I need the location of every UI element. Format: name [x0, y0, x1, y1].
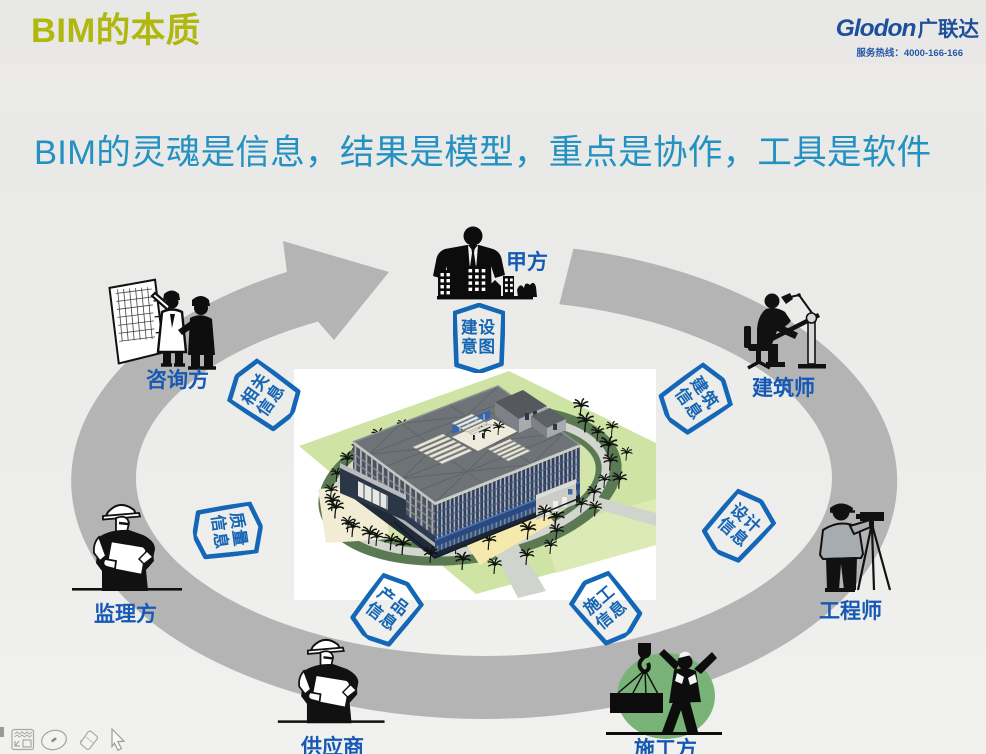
info-badge-construction: 施工 信息 — [563, 564, 648, 651]
info-badge-design: 设计 信息 — [696, 483, 781, 570]
role-label-supplier: 供应商 — [301, 736, 364, 754]
slide-headline: BIM的灵魂是信息，结果是模型，重点是协作，工具是软件 — [34, 134, 932, 172]
badge-shield-icon — [701, 488, 777, 563]
role-label-consultant: 咨询方 — [146, 369, 209, 392]
contractor-icon — [606, 643, 722, 739]
slide-menu-button[interactable] — [11, 728, 35, 751]
pointer-button[interactable] — [108, 728, 128, 753]
brand-logo-latin: Glodon — [835, 15, 917, 42]
cycle-arrow — [71, 241, 898, 719]
supervisor-icon — [72, 504, 182, 591]
brand-logo: Glodon广联达 服务热线：4000-166-166 — [836, 12, 979, 59]
edge-mark — [0, 727, 4, 737]
info-badge-intent: 建设 意图 — [452, 302, 505, 373]
eraser-button[interactable] — [73, 728, 99, 752]
badge-shield-icon — [568, 570, 642, 645]
consultant-icon — [108, 278, 216, 370]
presenter-toolbar — [0, 726, 140, 752]
architect-icon — [744, 293, 826, 370]
badge-shield-icon — [452, 302, 505, 373]
info-badge-product: 产品 信息 — [344, 566, 428, 653]
role-label-client: 甲方 — [506, 251, 548, 274]
badge-shield-icon — [226, 358, 301, 432]
client-icon — [433, 226, 537, 300]
pen-button[interactable] — [40, 728, 68, 752]
info-badge-building: 建筑 信息 — [652, 358, 739, 441]
brand-logo-cjk: 广联达 — [917, 18, 980, 41]
slide-title: BIM的本质 — [31, 12, 201, 50]
role-label-supervisor: 监理方 — [94, 603, 157, 626]
badge-shield-icon — [658, 362, 733, 435]
badge-shield-icon — [349, 572, 424, 647]
role-label-engineer: 工程师 — [819, 600, 882, 623]
brand-hotline: 服务热线：4000-166-166 — [856, 48, 963, 59]
info-badge-quality: 质量 信息 — [190, 500, 267, 561]
building-render-image — [294, 369, 656, 600]
info-badge-related: 相关 信息 — [220, 354, 307, 437]
role-label-contractor: 施工方 — [634, 738, 697, 754]
engineer-icon — [818, 503, 892, 592]
building-model — [340, 385, 581, 559]
role-label-architect: 建筑师 — [752, 377, 815, 400]
badge-shield-icon — [192, 500, 263, 560]
badge-line2: 意图 — [461, 337, 496, 356]
badge-line1: 建设 — [461, 318, 496, 337]
